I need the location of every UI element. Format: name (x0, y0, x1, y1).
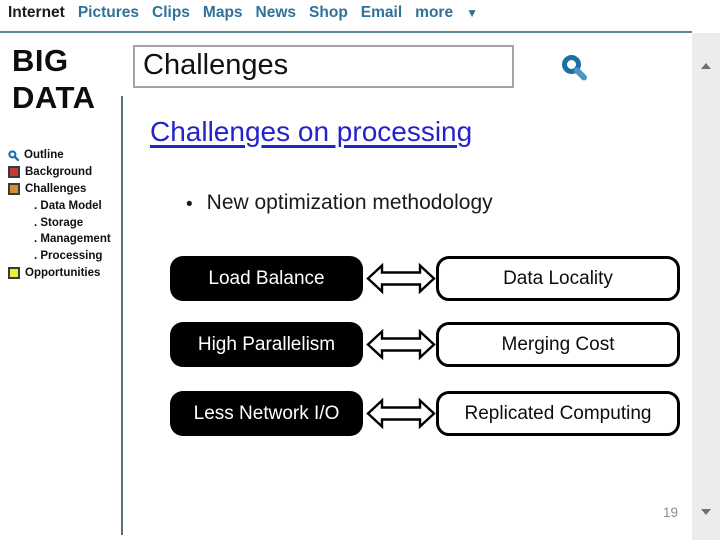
search-icon[interactable] (560, 53, 590, 83)
sidebar-item-label: Outline (24, 149, 64, 162)
logo-line-1: BIG (12, 43, 69, 78)
sidebar-item-label: . Management (34, 233, 111, 246)
black-box-load-balance: Load Balance (170, 256, 363, 301)
nav-item-maps[interactable]: Maps (202, 4, 243, 21)
sidebar-item-outline[interactable]: Outline (8, 147, 111, 164)
white-box-replicated-computing: Replicated Computing (436, 391, 680, 436)
scrollbar[interactable] (692, 33, 720, 540)
nav-item-more[interactable]: more (415, 4, 454, 21)
sidebar-item-management[interactable]: . Management (8, 231, 111, 248)
nav-item-shop[interactable]: Shop (309, 4, 348, 21)
nav-item-pictures[interactable]: Pictures (77, 4, 140, 21)
sidebar-item-storage[interactable]: . Storage (8, 214, 111, 231)
sidebar-item-label: . Data Model (34, 199, 102, 212)
top-nav: Internet Pictures Clips Maps News Shop E… (8, 4, 478, 22)
nav-item-news[interactable]: News (255, 4, 297, 21)
sidebar-item-label: Challenges (25, 182, 87, 195)
vertical-divider (121, 96, 123, 535)
double-arrow-icon (366, 397, 436, 430)
orange-square-icon (8, 182, 20, 195)
sidebar-item-label: Background (25, 166, 93, 179)
bullet-item: • New optimization methodology (186, 191, 493, 218)
outline-list: Outline Background Challenges . Data Mod… (8, 147, 111, 281)
relation-row: High Parallelism Merging Cost (0, 322, 720, 367)
scroll-up-icon[interactable] (701, 63, 711, 69)
search-input[interactable] (133, 45, 514, 88)
relation-row: Less Network I/O Replicated Computing (0, 391, 720, 436)
black-box-less-network-io: Less Network I/O (170, 391, 363, 436)
sidebar-item-label: Opportunities (25, 266, 101, 279)
sidebar-item-label: . Storage (34, 216, 84, 229)
page-number: 19 (662, 505, 678, 520)
sidebar-item-opportunities[interactable]: Opportunities (8, 265, 111, 282)
sidebar-item-label: . Processing (34, 250, 103, 263)
red-square-icon (8, 166, 20, 179)
sidebar-item-background[interactable]: Background (8, 164, 111, 181)
sidebar-item-data-model[interactable]: . Data Model (8, 197, 111, 214)
nav-item-email[interactable]: Email (360, 4, 403, 21)
magnifier-icon (8, 150, 19, 161)
chevron-down-icon[interactable]: ▼ (466, 6, 478, 20)
slide-heading: Challenges on processing (150, 116, 473, 147)
top-divider (0, 31, 692, 33)
double-arrow-icon (366, 328, 436, 361)
relation-row: Load Balance Data Locality (0, 256, 720, 301)
yellow-square-icon (8, 266, 20, 279)
double-arrow-icon (366, 262, 436, 295)
white-box-data-locality: Data Locality (436, 256, 680, 301)
nav-item-clips[interactable]: Clips (152, 4, 190, 21)
bullet-marker: • (186, 194, 193, 215)
nav-item-internet[interactable]: Internet (8, 4, 65, 21)
site-logo: BIG DATA (12, 42, 96, 116)
sidebar-item-processing[interactable]: . Processing (8, 248, 111, 265)
sidebar-item-challenges[interactable]: Challenges (8, 181, 111, 198)
bullet-text: New optimization methodology (206, 191, 493, 214)
logo-line-2: DATA (12, 80, 96, 115)
scroll-down-icon[interactable] (701, 509, 711, 515)
black-box-high-parallelism: High Parallelism (170, 322, 363, 367)
white-box-merging-cost: Merging Cost (436, 322, 680, 367)
